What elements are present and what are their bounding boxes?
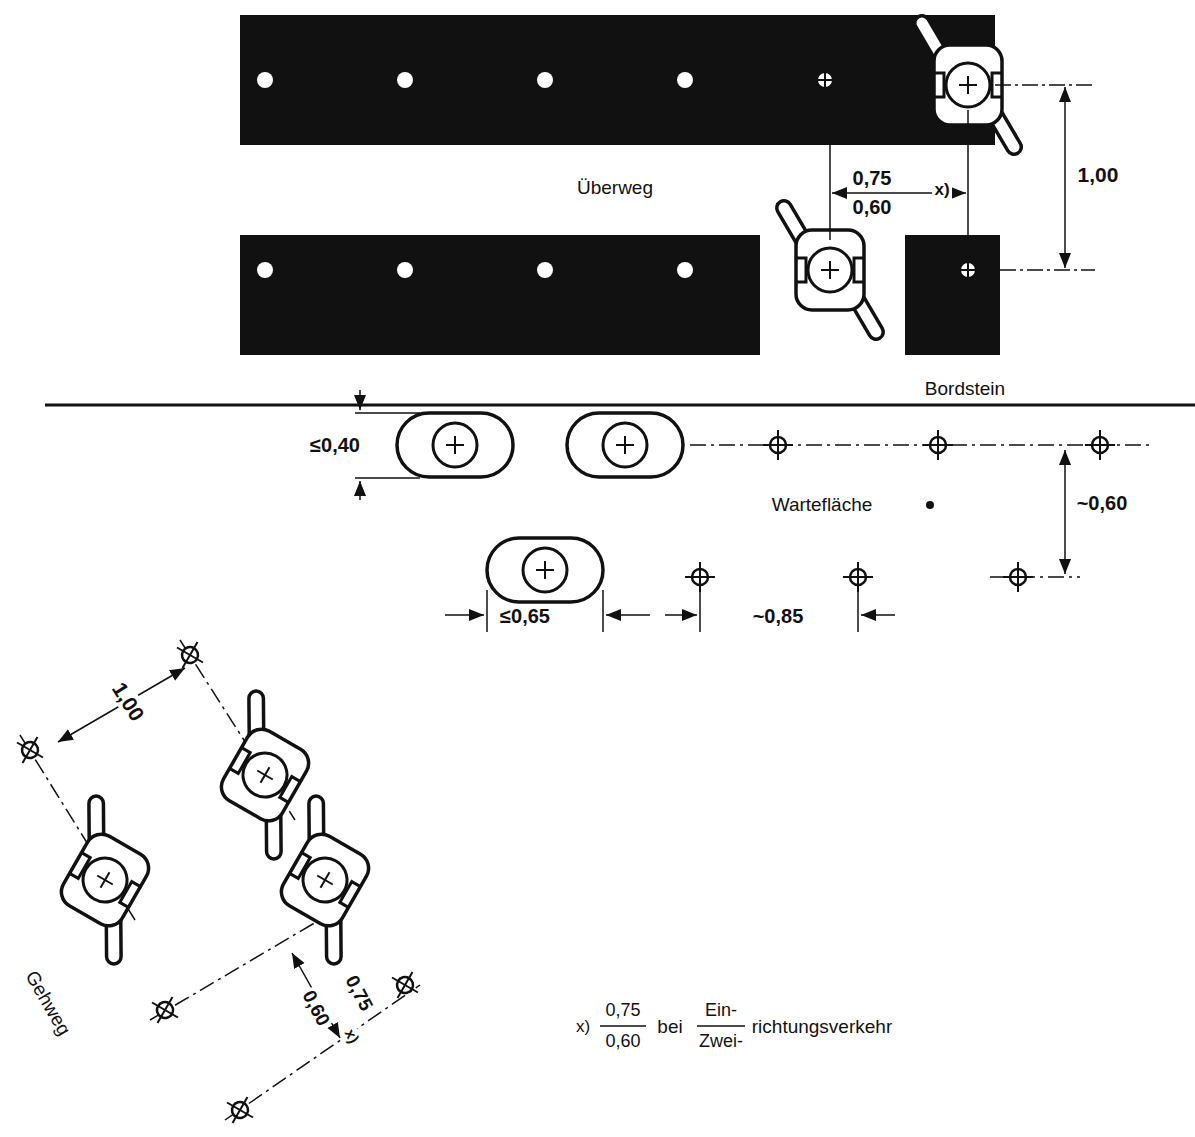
dimension-label: 0,75 bbox=[851, 167, 894, 189]
dimension-label: ≤0,40 bbox=[308, 434, 362, 456]
dimension-label: x) bbox=[574, 1018, 592, 1037]
dimension-label: ≤0,65 bbox=[498, 605, 552, 627]
dimension-label: 0,75 bbox=[603, 1001, 642, 1021]
dimension-label: bei bbox=[655, 1017, 684, 1038]
dimension-label: 0,60 bbox=[851, 196, 894, 218]
dimension-label: 1,00 bbox=[106, 677, 149, 727]
dimension-label: richtungsverkehr bbox=[750, 1017, 894, 1038]
dimension-label: 0,60 bbox=[296, 985, 334, 1031]
dimension-label: 0,75 bbox=[339, 970, 377, 1016]
dimension-label: x) bbox=[932, 181, 951, 200]
dimension-label: x) bbox=[341, 1024, 364, 1047]
dimension-label: Ein- bbox=[703, 1001, 739, 1021]
dimension-label: Überweg bbox=[575, 178, 655, 199]
dimension-label: Bordstein bbox=[923, 379, 1007, 400]
dimension-label: ~0,60 bbox=[1075, 492, 1130, 514]
dimension-label: Gehweg bbox=[19, 965, 74, 1040]
dimension-label: Wartefläche bbox=[770, 495, 875, 516]
dimension-label: Zwei- bbox=[697, 1032, 745, 1052]
dimension-label: 1,00 bbox=[1076, 163, 1121, 186]
dimension-label: ~0,85 bbox=[751, 605, 806, 627]
dimension-label: 0,60 bbox=[603, 1032, 642, 1052]
